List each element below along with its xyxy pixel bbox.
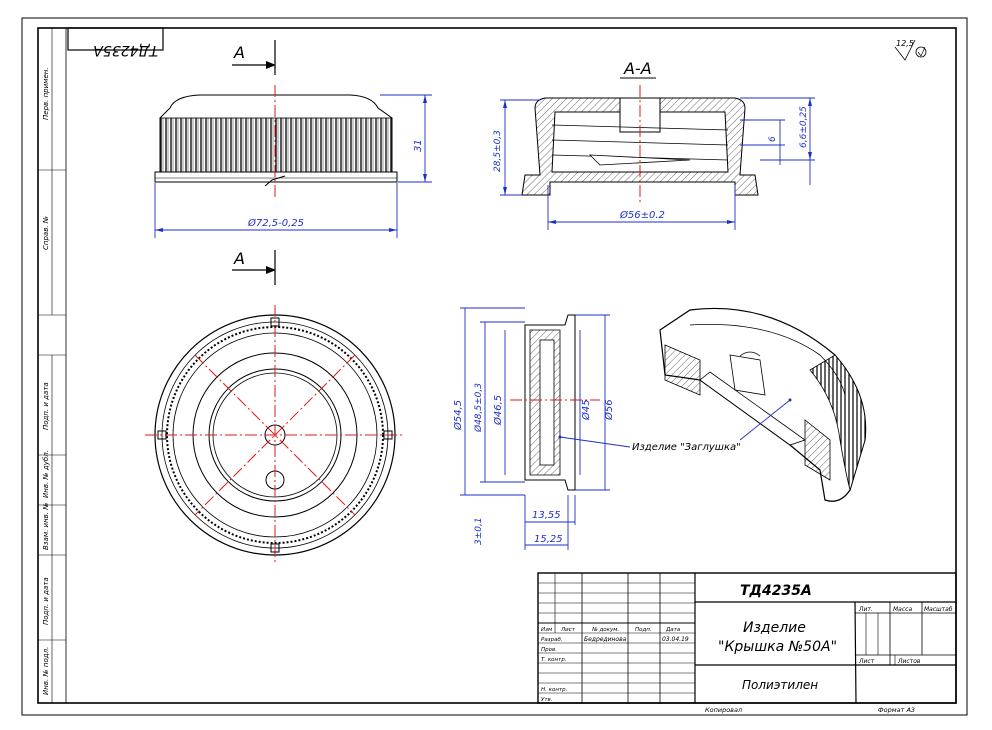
dim-d46: Ø46,5 — [492, 395, 504, 426]
tb-lit: Лит. — [858, 606, 873, 613]
front-view — [154, 85, 398, 200]
plug-note: Изделие "Заглушка" — [632, 442, 741, 453]
role-5: Утв. — [541, 697, 553, 703]
cut-label-bottom: А — [233, 249, 245, 268]
dim-height: 31 — [413, 139, 424, 152]
dim-d48: Ø48,5±0,3 — [473, 383, 484, 433]
side-label-2: Подп. и дата — [42, 382, 50, 430]
side-label-3: Инв. № дубл. — [42, 450, 50, 498]
roughness-value: 12,5 — [896, 39, 914, 48]
developer-name: Бедрединова — [584, 636, 627, 643]
side-label-0: Перв. примен. — [42, 67, 50, 120]
role-2: Т. контр. — [541, 657, 567, 663]
tb-scale: Масштаб — [924, 606, 953, 613]
top-view — [145, 305, 405, 565]
dim-section-diameter: Ø56±0.2 — [619, 209, 665, 221]
section-title: А-А — [623, 59, 652, 78]
plug-view — [510, 314, 631, 491]
dim-outer-diameter: Ø72,5-0,25 — [247, 217, 304, 229]
title-block: Изм Лист № докум. Подп. Дата Разраб. Про… — [537, 572, 957, 714]
hdr-2: № докум. — [591, 627, 619, 633]
stamp-code: ТД4235А — [93, 42, 158, 58]
cut-label-top: А — [233, 43, 245, 62]
cutaway-view: Изделие "Заглушка" — [632, 307, 867, 502]
side-label-4: Взам. инв. № — [42, 502, 50, 550]
role-4: Н. контр. — [541, 687, 568, 693]
side-label-6: Инв. № подл. — [42, 647, 50, 695]
tb-format: Формат А3 — [878, 706, 915, 714]
hdr-0: Изм — [541, 627, 552, 633]
tb-sheet: Лист — [858, 658, 875, 665]
dim-thread-height: 6,6±0,25 — [799, 106, 809, 148]
stamp-box: ТД4235А — [67, 27, 164, 58]
developer-date: 03.04.19 — [662, 636, 689, 643]
role-1: Пров. — [541, 647, 557, 653]
side-label-5: Подп. и дата — [42, 577, 50, 625]
dim-d54: Ø54,5 — [452, 400, 464, 431]
tb-sheets: Листов — [897, 658, 921, 665]
dim-thread-pitch: 6 — [768, 136, 778, 142]
plug-dimensions: Ø54,5 Ø48,5±0,3 Ø46,5 Ø45 Ø56 13,55 15,2… — [452, 307, 615, 550]
dim-d56: Ø56 — [603, 399, 615, 421]
outer-frame — [21, 17, 968, 716]
cut-marker-top: А — [232, 40, 276, 75]
dim-d45: Ø45 — [580, 399, 592, 421]
dim-w2: 15,25 — [534, 534, 563, 545]
role-0: Разраб. — [541, 637, 563, 643]
section-view: А-А — [521, 59, 759, 205]
cut-marker-bottom: А — [232, 249, 276, 285]
dim-section-height: 28,5±0,3 — [493, 130, 503, 172]
tb-material: Полиэтилен — [742, 678, 818, 692]
section-dimensions: Ø56±0.2 28,5±0,3 6 6,6±0,25 — [493, 97, 815, 230]
hdr-1: Лист — [560, 627, 576, 633]
tb-name-2: "Крышка №50А" — [718, 639, 837, 655]
dim-w1: 13,55 — [532, 510, 561, 521]
roughness-mark: 12,5 — [894, 39, 927, 61]
front-dimensions: Ø72,5-0,25 31 — [154, 94, 432, 238]
dim-side: 3±0,1 — [474, 517, 484, 545]
tb-copied: Копировал — [705, 706, 742, 714]
side-strip: Перв. примен. Справ. № Подп. и дата Инв.… — [37, 27, 67, 704]
hdr-3: Подп. — [635, 627, 652, 633]
tb-name-1: Изделие — [743, 620, 806, 636]
hdr-4: Дата — [665, 627, 681, 633]
side-label-1: Справ. № — [42, 216, 50, 250]
tb-mass: Масса — [893, 606, 912, 613]
tb-code: ТД4235А — [740, 583, 812, 599]
